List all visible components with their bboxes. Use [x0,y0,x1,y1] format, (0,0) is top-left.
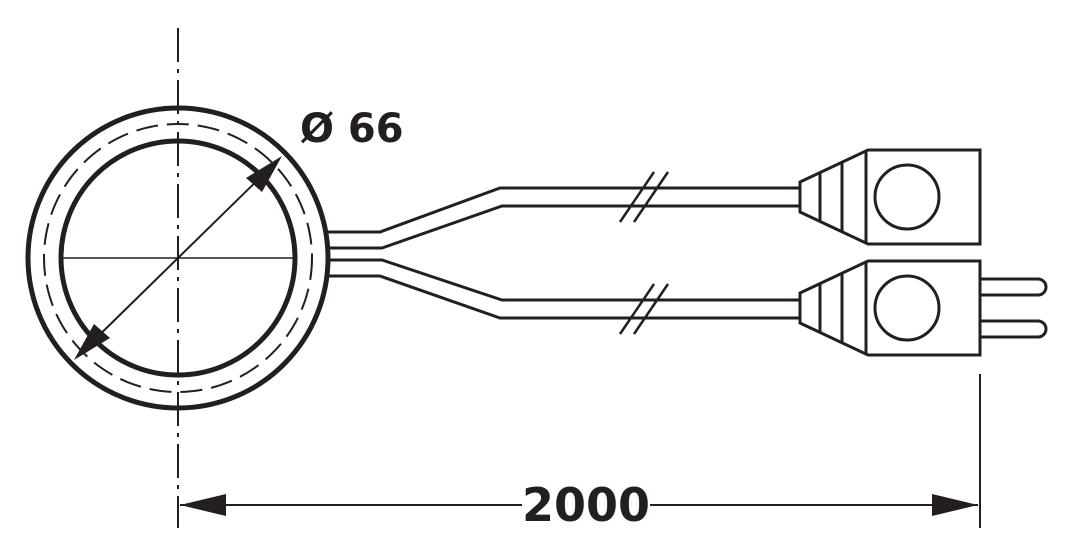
length-arrow-right [932,494,978,516]
break-mark-lower [618,283,670,335]
diameter-arrow-top [246,156,282,192]
cable-lower [327,258,800,320]
cable-upper [327,186,800,250]
break-mark-upper [618,171,670,223]
plug-connector [798,259,1048,357]
length-arrow-left [180,494,226,516]
length-label: 2000 [522,478,650,532]
socket-connector [798,148,982,246]
diameter-label: Ø 66 [300,106,404,152]
diameter-dimension-line [81,163,275,353]
diameter-arrow-bottom [74,324,110,360]
